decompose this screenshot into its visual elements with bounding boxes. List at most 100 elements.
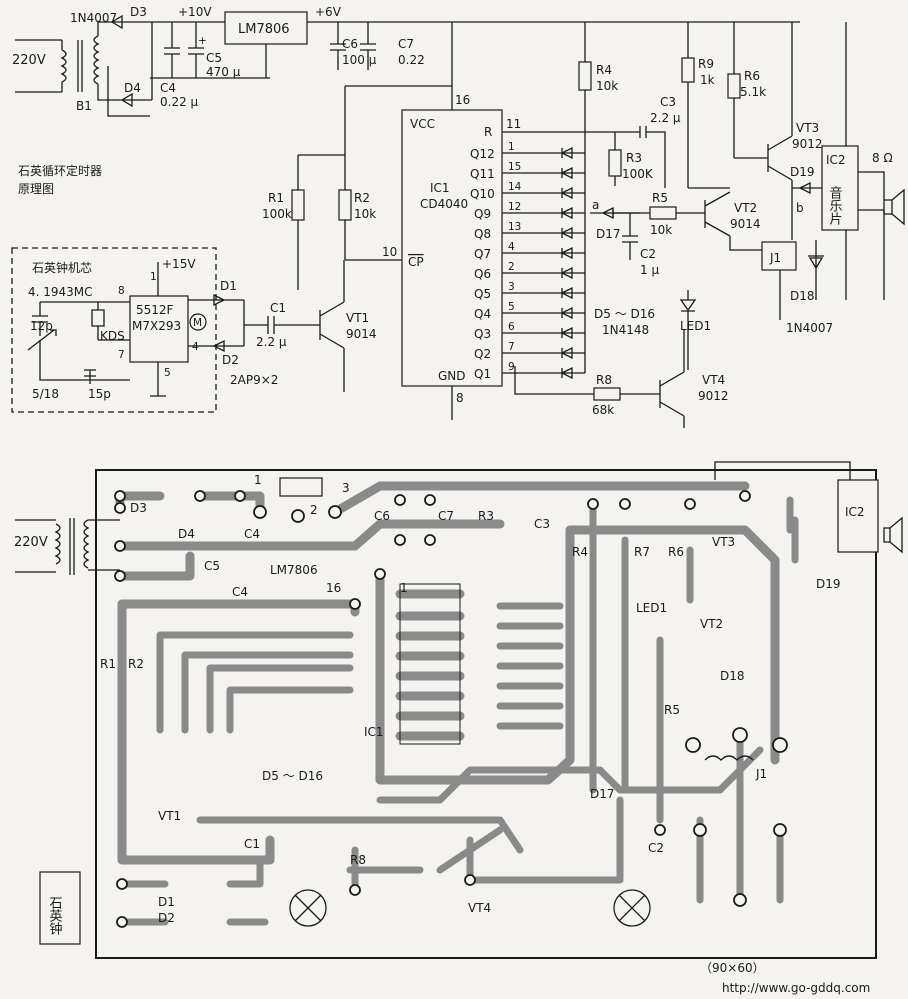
pad xyxy=(253,505,267,519)
pcb-quartz-block xyxy=(39,871,81,945)
vt2-symbol xyxy=(704,191,790,251)
vt2-type: 9014 xyxy=(730,217,761,231)
r8-symbol xyxy=(593,387,621,401)
schematic: 220V B1 1N4007 D3 D4 +10V + C4 0.22 μ C5… xyxy=(11,5,905,428)
pin-label: 2 xyxy=(508,261,515,273)
vt2-label: VT2 xyxy=(734,201,757,215)
relay-box xyxy=(761,241,797,271)
q-label: Q10 xyxy=(470,187,495,201)
pad xyxy=(394,494,406,506)
d4-label: D4 xyxy=(124,81,141,95)
pcb-label: D2 xyxy=(158,911,175,925)
c4-label: C4 xyxy=(160,81,176,95)
r5-label: R5 xyxy=(652,191,668,205)
quartz-cap2: 15p xyxy=(88,387,111,401)
pad xyxy=(349,884,361,896)
diode-array: D5 ～ D16 1N4148 xyxy=(540,22,655,380)
pcb-label: C6 xyxy=(374,509,390,523)
ic2-box xyxy=(821,145,859,231)
pcb-label: D4 xyxy=(178,527,195,541)
c6-value: 100 μ xyxy=(342,53,377,67)
c4-c5-symbols xyxy=(150,22,270,79)
svg-text:M: M xyxy=(193,317,202,329)
pcb-label: C2 xyxy=(648,841,664,855)
q-label: Q4 xyxy=(474,307,491,321)
pcb-speaker-icon xyxy=(883,516,903,554)
c1-label: C1 xyxy=(270,301,286,315)
c5-value: 470 μ xyxy=(206,65,241,79)
r2-value: 10k xyxy=(354,207,376,221)
pcb-label: D1 xyxy=(158,895,175,909)
svg-text:16: 16 xyxy=(455,93,470,107)
pin-label: 5 xyxy=(508,301,515,313)
c1-value: 2.2 μ xyxy=(256,335,287,349)
pin-label: 9 xyxy=(508,361,515,373)
pad xyxy=(116,878,128,890)
pcb-label: C1 xyxy=(244,837,260,851)
pin-label: 1 xyxy=(508,141,515,153)
pcb-quartz-text: 石英钟 xyxy=(47,896,63,935)
pin-label: 12 xyxy=(508,201,521,213)
r1-value: 100k xyxy=(262,207,292,221)
vt4-label: VT4 xyxy=(702,373,725,387)
r6-symbol xyxy=(727,73,741,99)
r9-symbol xyxy=(681,57,695,83)
r5-symbol xyxy=(649,206,677,220)
pad xyxy=(732,727,748,743)
quartz-trim: 5/18 xyxy=(32,387,59,401)
pcb-pads xyxy=(114,490,788,928)
pcb-label: VT3 xyxy=(712,535,735,549)
rail-10v-label: +10V xyxy=(178,5,212,19)
r2-symbol xyxy=(338,189,352,221)
d18-type: 1N4007 xyxy=(786,321,833,335)
q-label: Q9 xyxy=(474,207,491,221)
pad xyxy=(424,494,436,506)
vt4-type: 9012 xyxy=(698,389,729,403)
d1-symbol xyxy=(213,293,226,307)
svg-text:11: 11 xyxy=(506,117,521,131)
node-b: b xyxy=(796,201,804,215)
quartz-kds: KDS xyxy=(100,329,125,343)
pcb-label: C4 xyxy=(232,585,248,599)
quartz-box-title: 石英钟机芯 xyxy=(32,260,92,275)
pcb-ic2-box xyxy=(837,479,879,553)
pin-label: 13 xyxy=(508,221,521,233)
svg-text:4: 4 xyxy=(192,341,199,353)
pad xyxy=(773,823,787,837)
svg-text:7: 7 xyxy=(118,349,125,361)
pcb-label: D17 xyxy=(590,787,615,801)
pcb-label: D3 xyxy=(130,501,147,515)
pad xyxy=(394,534,406,546)
pcb-label: R1 xyxy=(100,657,116,671)
pcb-label: VT2 xyxy=(700,617,723,631)
q-label: Q7 xyxy=(474,247,491,261)
r6-value: 5.1k xyxy=(740,85,766,99)
pad xyxy=(693,823,707,837)
quartz-ic xyxy=(129,295,189,363)
regulator-box xyxy=(224,11,308,45)
svg-text:5: 5 xyxy=(164,367,171,379)
speaker-icon xyxy=(883,188,905,226)
pad xyxy=(685,737,701,753)
quartz-ic-line2: M7X293 xyxy=(132,319,181,333)
pcb-label: 3 xyxy=(342,481,350,495)
led-label: LED1 xyxy=(680,319,711,333)
pad xyxy=(234,490,246,502)
c7-value: 0.22 xyxy=(398,53,425,67)
pcb-label: D18 xyxy=(720,669,745,683)
board-size-label: （90×60） xyxy=(700,961,765,975)
ic1-box xyxy=(401,109,503,387)
pad xyxy=(114,502,126,514)
pad xyxy=(114,490,126,502)
pad xyxy=(684,498,696,510)
pin-label: 15 xyxy=(508,161,521,173)
q-label: Q3 xyxy=(474,327,491,341)
c5-label: C5 xyxy=(206,51,222,65)
q-label: Q8 xyxy=(474,227,491,241)
pcb-label: 1 xyxy=(400,581,408,595)
pad xyxy=(291,509,305,523)
c4-value: 0.22 μ xyxy=(160,95,199,109)
pcb-label: D19 xyxy=(816,577,841,591)
c2-label: C2 xyxy=(640,247,656,261)
pcb-label: 2 xyxy=(310,503,318,517)
